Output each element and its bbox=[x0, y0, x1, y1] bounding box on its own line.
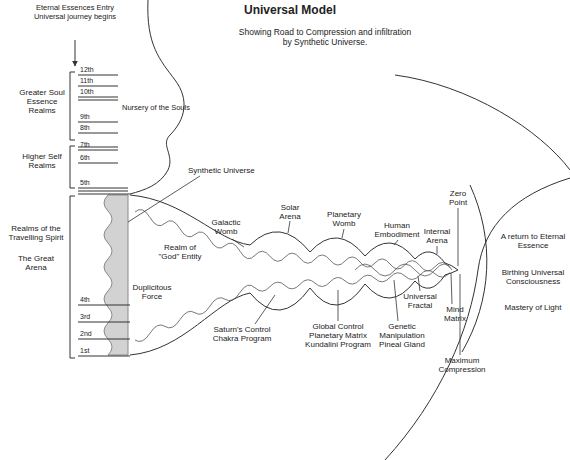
level-line bbox=[78, 133, 118, 134]
level-line bbox=[78, 322, 130, 323]
callout-label: Human Embodiment bbox=[371, 221, 423, 239]
callout-label: Genetic Manipulation Pineal Gland bbox=[372, 322, 432, 350]
level-number: 9th bbox=[80, 113, 110, 121]
outer-curve bbox=[385, 178, 570, 460]
level-number: 2nd bbox=[80, 330, 110, 338]
region-label: Duplicitous Force bbox=[130, 283, 174, 301]
level-line bbox=[78, 191, 128, 192]
outer-curves bbox=[385, 75, 570, 460]
level-number: 5th bbox=[80, 179, 110, 187]
callout-label: Synthetic Universe bbox=[188, 166, 278, 175]
outline-curve bbox=[130, 0, 184, 194]
leader-line bbox=[394, 280, 398, 321]
callout-label: Solar Arena bbox=[272, 203, 308, 221]
region-label: Realm of "God" Entity bbox=[155, 243, 205, 261]
realm-label: The Great Arena bbox=[12, 254, 60, 272]
callout-label: Universal Fractal bbox=[400, 292, 440, 310]
callout-label: Planetary Womb bbox=[322, 210, 366, 228]
realm-label: Realms of the Travelling Spirit bbox=[3, 224, 69, 242]
realm-label: Nursery of the Souls bbox=[122, 104, 192, 113]
realm-label: Higher Self Realms bbox=[18, 152, 66, 170]
level-line bbox=[78, 75, 118, 76]
duplicitous-band bbox=[104, 195, 128, 355]
level-number: 6th bbox=[80, 154, 110, 162]
compression-funnel bbox=[130, 195, 458, 355]
level-line bbox=[78, 356, 130, 357]
leader-line bbox=[451, 273, 452, 304]
callout-label: Saturn's Control Chakra Program bbox=[205, 325, 279, 343]
outer-curve bbox=[462, 185, 487, 352]
subtitle: Showing Road to Compression and infiltra… bbox=[235, 28, 415, 48]
leader-line bbox=[338, 290, 339, 321]
level-number: 11th bbox=[80, 77, 110, 85]
realm-brackets bbox=[70, 72, 75, 358]
funnel-edge bbox=[130, 270, 458, 355]
level-number: 8th bbox=[80, 124, 110, 132]
entry-note: Eternal Essences Entry Universal journey… bbox=[33, 4, 117, 21]
bracket bbox=[70, 196, 75, 358]
level-line bbox=[78, 122, 118, 123]
leader-line bbox=[342, 229, 344, 238]
callout-label: Global Control Planetary Matrix Kundalin… bbox=[302, 322, 374, 350]
level-line bbox=[78, 305, 130, 306]
level-number: 4th bbox=[80, 296, 110, 304]
callout-label: Zero Point bbox=[443, 189, 473, 207]
callout-label: Mind Matrix bbox=[438, 305, 472, 323]
synthetic-waves bbox=[135, 210, 452, 342]
diagram-title: Universal Model bbox=[190, 4, 390, 18]
level-line bbox=[78, 188, 128, 189]
leader-lines bbox=[128, 176, 460, 355]
realm-label: Greater Soul Essence Realms bbox=[18, 88, 66, 116]
outcome-label: Birthing Universal Consciousness bbox=[497, 268, 569, 286]
outer-curve bbox=[395, 75, 570, 170]
level-number: 10th bbox=[80, 88, 110, 96]
level-line bbox=[78, 163, 118, 164]
level-number: 1st bbox=[80, 347, 110, 355]
entry-arrow bbox=[75, 40, 76, 66]
leader-line bbox=[418, 276, 420, 291]
level-lines bbox=[78, 75, 130, 356]
level-number: 7th bbox=[80, 141, 110, 149]
leader-line bbox=[437, 246, 438, 254]
bracket bbox=[70, 72, 75, 140]
level-line bbox=[78, 100, 118, 101]
leader-line bbox=[394, 240, 398, 245]
leader-line bbox=[458, 208, 459, 266]
funnel-edge bbox=[130, 195, 458, 270]
wave-line bbox=[355, 264, 452, 276]
level-line bbox=[78, 194, 130, 195]
callout-label: Internal Arena bbox=[417, 227, 457, 245]
leader-line bbox=[232, 239, 244, 247]
level-line bbox=[78, 97, 118, 98]
level-line bbox=[78, 86, 118, 87]
leader-line bbox=[255, 295, 275, 324]
level-line bbox=[78, 339, 130, 340]
outcome-label: Mastery of Light bbox=[497, 303, 569, 312]
leader-line bbox=[288, 221, 290, 233]
callout-label: Galactic Womb bbox=[206, 218, 246, 236]
level-number: 12th bbox=[80, 66, 110, 74]
bracket bbox=[70, 146, 75, 188]
outcome-label: A return to Eternal Essence bbox=[498, 232, 568, 250]
callout-label: Maximum Compression bbox=[432, 356, 492, 374]
leader-line bbox=[128, 176, 200, 222]
level-line bbox=[78, 150, 118, 151]
level-number: 3rd bbox=[80, 313, 110, 321]
